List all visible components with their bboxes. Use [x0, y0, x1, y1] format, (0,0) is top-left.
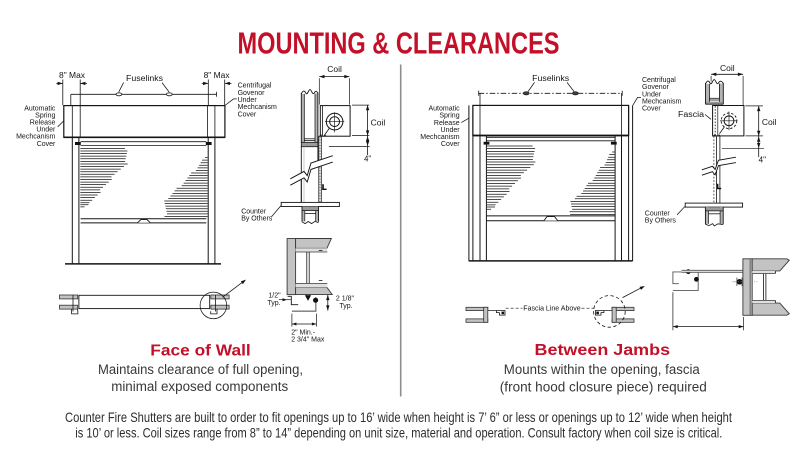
svg-text:Counter: Counter: [241, 209, 267, 216]
svg-text:Mechcanism: Mechcanism: [16, 134, 55, 141]
svg-text:Mechcanism: Mechcanism: [238, 104, 277, 111]
svg-text:2 1/8": 2 1/8": [336, 296, 355, 303]
svg-text:MOUNTING & CLEARANCES: MOUNTING & CLEARANCES: [238, 26, 560, 61]
svg-text:Coil: Coil: [371, 118, 386, 127]
svg-text:Counter: Counter: [645, 211, 671, 218]
svg-text:Under: Under: [441, 127, 461, 134]
svg-text:1/2": 1/2": [268, 293, 281, 300]
svg-text:Automatic: Automatic: [428, 106, 460, 113]
svg-text:Typ.: Typ.: [339, 303, 352, 310]
svg-text:Mechcanism: Mechcanism: [420, 134, 459, 141]
svg-text:4": 4": [759, 156, 766, 165]
svg-text:8" Max: 8" Max: [204, 71, 230, 80]
svg-text:Fascia Line Above: Fascia Line Above: [523, 306, 581, 313]
svg-text:Govenor: Govenor: [238, 90, 266, 97]
svg-text:Mechcanism: Mechcanism: [642, 98, 681, 105]
svg-text:Spring: Spring: [439, 113, 459, 120]
svg-text:Cover: Cover: [37, 141, 56, 148]
svg-text:8" Max: 8" Max: [59, 71, 85, 80]
svg-text:Between Jambs: Between Jambs: [535, 342, 671, 359]
svg-text:Release: Release: [434, 120, 460, 127]
svg-text:Under: Under: [238, 97, 258, 104]
svg-text:Cover: Cover: [642, 106, 661, 113]
svg-text:Face of Wall: Face of Wall: [150, 342, 251, 359]
svg-text:(front hood closure piece) req: (front hood closure piece) required: [500, 380, 707, 395]
svg-text:Coil: Coil: [327, 65, 342, 74]
svg-text:Automatic: Automatic: [24, 105, 56, 112]
svg-text:Centrifugal: Centrifugal: [642, 77, 676, 84]
svg-text:Govenor: Govenor: [642, 84, 670, 91]
svg-text:Fuselinks: Fuselinks: [126, 74, 163, 83]
svg-text:Release: Release: [30, 120, 56, 127]
svg-text:Counter Fire Shutters are buil: Counter Fire Shutters are built to order…: [65, 409, 732, 425]
svg-text:Typ.: Typ.: [267, 300, 280, 307]
svg-text:Mounts within the opening, fas: Mounts within the opening, fascia: [504, 362, 700, 377]
svg-text:minimal exposed components: minimal exposed components: [111, 379, 288, 394]
svg-text:By Others: By Others: [241, 216, 273, 223]
svg-text:Coil: Coil: [762, 118, 777, 127]
svg-text:2 3/4" Max: 2 3/4" Max: [291, 337, 325, 344]
svg-text:2" Min.-: 2" Min.-: [291, 329, 316, 336]
svg-text:Maintains clearance of full op: Maintains clearance of full opening,: [98, 362, 303, 377]
svg-text:4": 4": [364, 155, 371, 164]
svg-text:Coil: Coil: [720, 64, 735, 73]
svg-text:Cover: Cover: [238, 111, 257, 118]
svg-text:is 10’ or less. Coil sizes ran: is 10’ or less. Coil sizes range from 8”…: [75, 425, 722, 441]
svg-text:Fuselinks: Fuselinks: [532, 74, 569, 83]
svg-text:Cover: Cover: [441, 141, 460, 148]
svg-text:Under: Under: [642, 91, 662, 98]
svg-text:Fascia: Fascia: [678, 110, 705, 119]
svg-text:By Others: By Others: [645, 218, 677, 225]
svg-text:Under: Under: [36, 127, 56, 134]
svg-text:Spring: Spring: [35, 112, 55, 119]
svg-text:Centrifugal: Centrifugal: [238, 83, 272, 90]
